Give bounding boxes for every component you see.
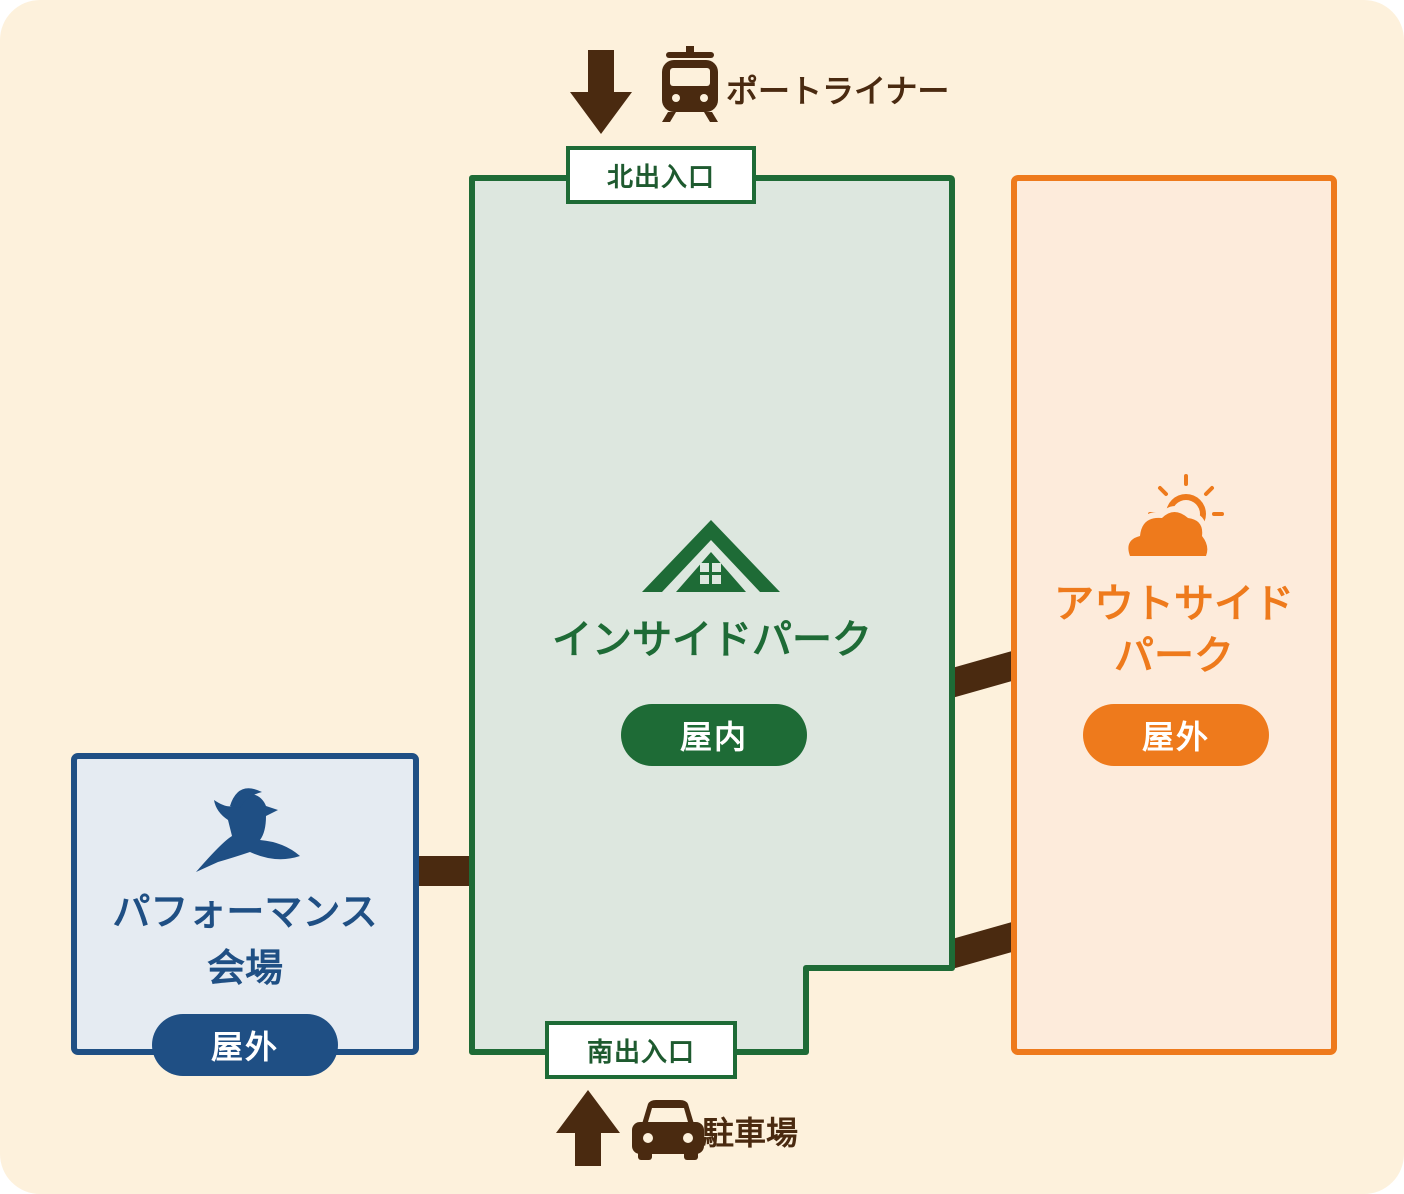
inside-park-block <box>469 175 955 1055</box>
outside-park-name: アウトサイド パーク <box>1020 578 1328 682</box>
house-icon <box>642 520 780 592</box>
inside-park-badge: 屋内 <box>621 704 807 766</box>
south-arrow <box>556 1090 620 1166</box>
connector-inside-outside-upper <box>952 651 1012 698</box>
south-entrance-label: 南出入口 <box>545 1021 737 1079</box>
parking-label: 駐車場 <box>702 1114 799 1152</box>
outside-park-name-line1: アウトサイド <box>1054 581 1294 627</box>
bird-icon <box>196 788 300 872</box>
outside-park-block <box>1011 175 1337 1055</box>
north-arrow <box>570 50 632 134</box>
sun-cloud-icon <box>1124 474 1224 558</box>
car-icon <box>632 1100 704 1160</box>
connector-inside-outside-lower <box>952 922 1012 969</box>
port-liner-label: ポートライナー <box>726 72 950 110</box>
connector-performance-inside <box>415 856 471 886</box>
train-icon <box>662 46 718 122</box>
outside-park-name-line2: パーク <box>1114 633 1234 679</box>
performance-venue-name-line1: パフォーマンス <box>112 890 378 934</box>
performance-venue-badge: 屋外 <box>152 1014 338 1076</box>
performance-venue-name: パフォーマンス 会場 <box>80 884 410 996</box>
outside-park-badge: 屋外 <box>1083 704 1269 766</box>
inside-park-name: インサイドパーク <box>552 617 872 663</box>
performance-venue-name-line2: 会場 <box>206 946 283 990</box>
north-entrance-label: 北出入口 <box>566 146 756 204</box>
